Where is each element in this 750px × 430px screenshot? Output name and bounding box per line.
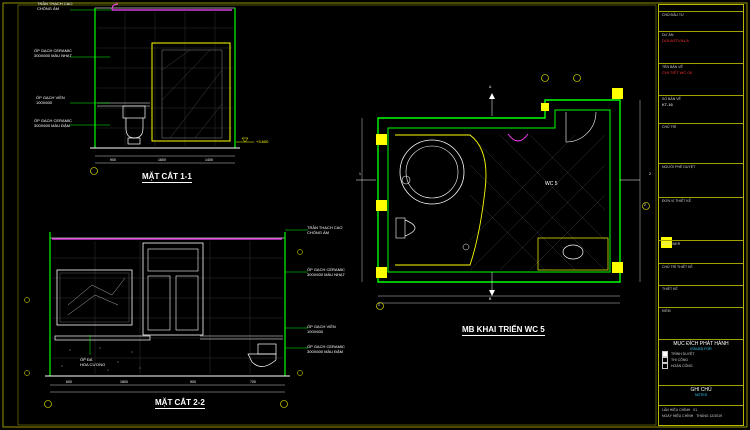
tb-row-design-unit: ĐƠN VỊ THIẾT KẾ <box>659 197 743 205</box>
tb-notes-sub: NOTES <box>694 393 708 397</box>
tb-designer-label: DESIGNER <box>662 242 681 246</box>
tb-purpose-item-2[interactable]: HOÀN CÔNG <box>662 363 740 369</box>
s2-border-line-1: ỐP GẠCH VIỀN <box>307 324 336 329</box>
section-1-1-drawing <box>70 3 254 175</box>
tb-row-design: THIẾT KẾ <box>659 285 743 293</box>
s2-title: MẶT CẮT 2-2 <box>155 398 205 407</box>
plan-marker-1b: 1 <box>378 303 380 307</box>
tb-row-designer: DESIGNER <box>659 240 743 248</box>
tb-sheet-value: KT-16 <box>662 102 673 107</box>
tb-drawing-label: TÊN BẢN VẼ <box>662 65 683 69</box>
tb-drawing-value: CHI TIẾT WC 05 <box>662 70 692 75</box>
s1-dim-1: 900 <box>110 158 116 162</box>
s1-ceiling-line-2: CHỐNG ẨM <box>37 6 59 11</box>
plan-title: MB KHAI TRIỂN WC 5 <box>462 325 545 334</box>
checkbox-icon[interactable] <box>662 357 668 363</box>
plan-marker-2: 2 <box>649 172 651 176</box>
tb-row-project: DỰ ÁN DOLASTVILLA <box>659 31 743 44</box>
tb-unit-label: ĐƠN VỊ THIẾT KẾ <box>662 199 691 203</box>
s1-border-line-2: 100X600 <box>36 100 53 105</box>
tb-notes: GHI CHÚ NOTES <box>659 385 743 398</box>
s2-border-line-2: 100X600 <box>307 329 324 334</box>
s1-tile-upper: ỐP GẠCH CERAMIC 300X600 MÀU NHẠT <box>34 48 72 58</box>
tb-purpose-sub: ISSUED FOR <box>690 347 712 351</box>
tb-row-sheet-no: SỐ BẢN VẼ KT-16 <box>659 95 743 108</box>
s1-tile-upper-line-2: 300X600 MÀU NHẠT <box>34 53 73 58</box>
tb-purpose: MỤC ĐÍCH PHÁT HÀNH ISSUED FOR TRÌNH DUYỆ… <box>659 339 743 370</box>
tb-owner-label: CHỦ ĐẦU TƯ <box>662 13 684 17</box>
s1-tile-upper-line-1: ỐP GẠCH CERAMIC <box>34 48 72 53</box>
s1-title: MẶT CẮT 1-1 <box>142 172 192 181</box>
tb-purpose-title: MỤC ĐÍCH PHÁT HÀNH <box>673 341 729 347</box>
s2-dim-2: 1800 <box>120 380 128 384</box>
tb-row-owner: CHỦ ĐẦU TƯ <box>659 11 743 19</box>
tb-row-design-lead: CHỦ TRÌ THIẾT KẾ <box>659 263 743 271</box>
s2-border-tile: ỐP GẠCH VIỀN 100X600 <box>307 324 336 334</box>
tb-approver-label: NGƯỜI PHÊ DUYỆT <box>662 165 696 169</box>
s2-stone-line-1: ỐP ĐÁ <box>80 357 93 362</box>
s1-ceiling-note: TRẦN THẠCH CAO CHỐNG ẨM <box>37 1 72 11</box>
tb-row-lead: CHỦ TRÌ <box>659 123 743 131</box>
tb-row-approver: NGƯỜI PHÊ DUYỆT <box>659 163 743 171</box>
tb-purpose-item-0[interactable]: TRÌNH DUYỆT <box>662 351 740 357</box>
s2-stone-line-2: HOA CƯƠNG <box>80 362 106 367</box>
s1-dim-3: 1400 <box>205 158 213 162</box>
tb-purpose-label-0: TRÌNH DUYỆT <box>671 352 695 356</box>
tb-revision-value: 01 <box>693 408 698 412</box>
s2-dim-1: 600 <box>66 380 72 384</box>
tb-project-label: DỰ ÁN <box>662 33 674 37</box>
tb-design-label: THIẾT KẾ <box>662 287 678 291</box>
s2-tile-upper-line-1: ỐP GẠCH CERAMIC <box>307 267 345 272</box>
s1-border-line-1: ỐP GẠCH VIỀN <box>36 95 65 100</box>
tb-check-label: KIỂM <box>662 309 671 313</box>
s2-ceiling-note: TRẦN THẠCH CAO CHỐNG ẨM <box>307 225 342 235</box>
s2-tile-lower-line-2: 300X600 MÀU ĐẬM <box>307 349 344 354</box>
s1-level: +3.600 <box>256 139 269 144</box>
plan-wc5-drawing <box>356 74 672 310</box>
tb-project-value: DOLASTVILLA <box>662 38 689 43</box>
s2-dim-3: 900 <box>190 380 196 384</box>
tb-sheet-label: SỐ BẢN VẼ <box>662 97 681 101</box>
s2-dim-4: 700 <box>250 380 256 384</box>
plan-room-label: WC 5 <box>545 181 558 187</box>
s2-tile-lower: ỐP GẠCH CERAMIC 300X600 MÀU ĐẬM <box>307 344 345 354</box>
checkbox-checked-icon[interactable] <box>662 351 668 357</box>
tb-design-lead-label: CHỦ TRÌ THIẾT KẾ <box>662 265 693 269</box>
checkbox-icon[interactable] <box>662 363 668 369</box>
s1-tile-lower-line-1: ỐP GẠCH CERAMIC <box>34 118 72 123</box>
plan-marker-2b: 2 <box>644 203 646 207</box>
tb-lead-label: CHỦ TRÌ <box>662 125 677 129</box>
tb-revision-label: LẦN HIỆU CHỈNH <box>662 408 691 412</box>
s2-tile-upper: ỐP GẠCH CERAMIC 300X600 MÀU NHẠT <box>307 267 345 277</box>
tb-purpose-label-1: THI CÔNG <box>671 358 689 362</box>
tb-row-drawing-name: TÊN BẢN VẼ CHI TIẾT WC 05 <box>659 63 743 76</box>
tb-notes-title: GHI CHÚ <box>690 387 712 393</box>
s2-tile-upper-line-2: 300X600 MÀU NHẠT <box>307 272 346 277</box>
tb-row-check: KIỂM <box>659 307 743 315</box>
plan-marker-a: A <box>489 85 492 89</box>
s1-dim-2: 1600 <box>158 158 166 162</box>
plan-marker-1: 1 <box>359 172 361 176</box>
tb-date-value: THÁNG 12/2019 <box>696 414 723 418</box>
sheet-inner-frame <box>17 4 657 426</box>
s2-stone-note: ỐP ĐÁ HOA CƯƠNG <box>80 357 105 367</box>
s2-tile-lower-line-1: ỐP GẠCH CERAMIC <box>307 344 345 349</box>
title-block: CHỦ ĐẦU TƯ DỰ ÁN DOLASTVILLA TÊN BẢN VẼ … <box>658 4 744 426</box>
s2-ceiling-line-1: TRẦN THẠCH CAO <box>307 225 343 230</box>
s1-tile-lower-line-2: 300X600 MÀU ĐẬM <box>34 123 71 128</box>
tb-purpose-item-1[interactable]: THI CÔNG <box>662 357 740 363</box>
tb-purpose-label-2: HOÀN CÔNG <box>671 364 693 368</box>
s1-border-tile: ỐP GẠCH VIỀN 100X600 <box>36 95 65 105</box>
plan-marker-b: B <box>489 297 492 301</box>
s1-tile-lower: ỐP GẠCH CERAMIC 300X600 MÀU ĐẬM <box>34 118 72 128</box>
section-2-2-drawing <box>24 229 308 408</box>
s2-ceiling-line-2: CHỐNG ẨM <box>307 230 329 235</box>
tb-date-label: NGÀY HIỆU CHỈNH <box>662 414 694 418</box>
s1-ceiling-line-1: TRẦN THẠCH CAO <box>37 1 73 6</box>
